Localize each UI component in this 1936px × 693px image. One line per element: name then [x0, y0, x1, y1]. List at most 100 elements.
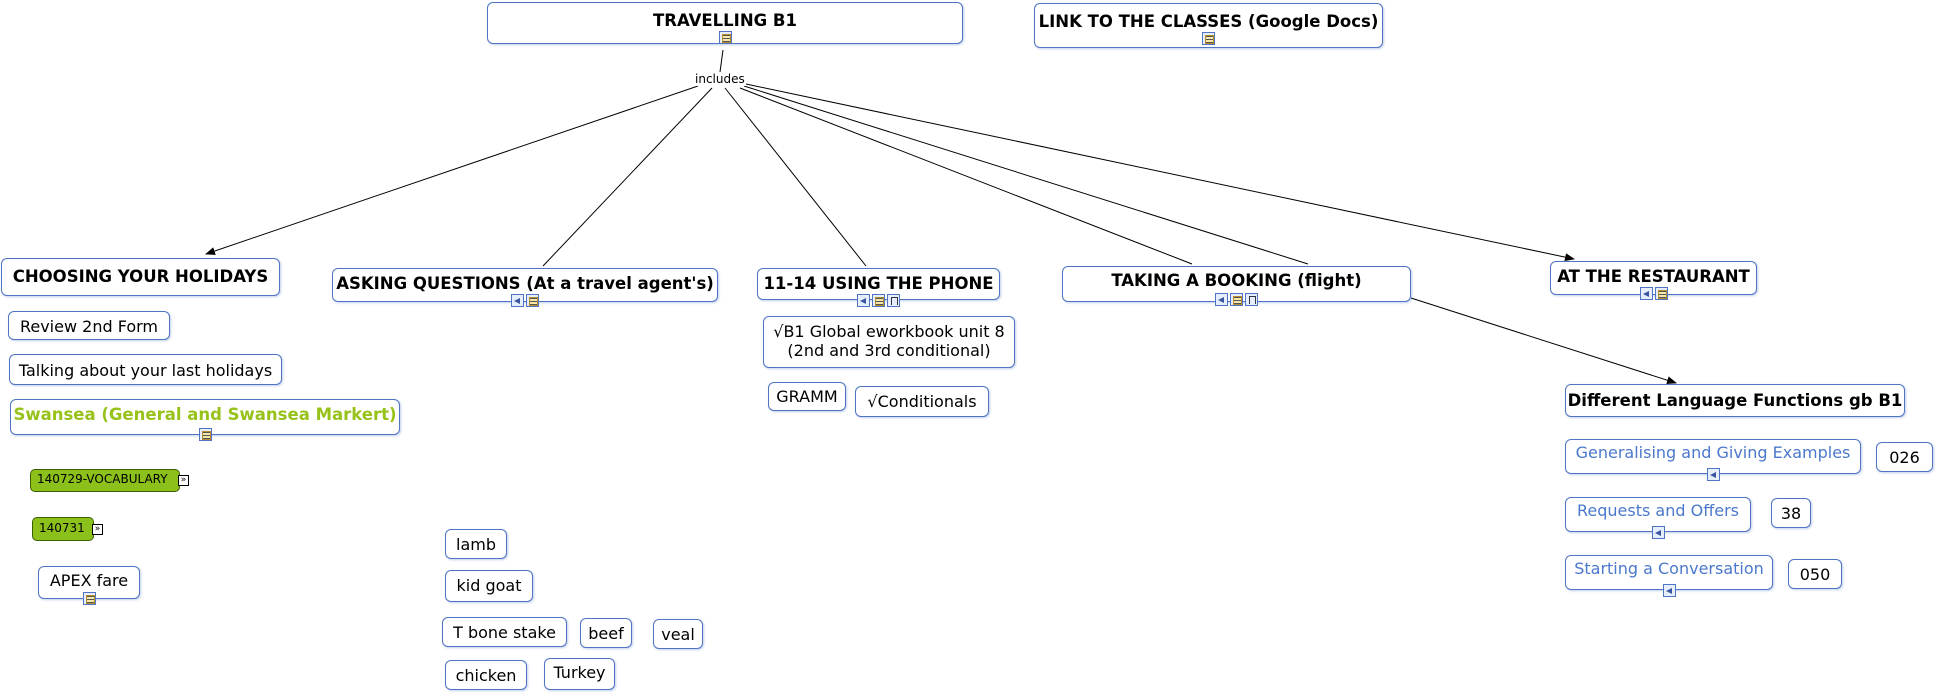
document-icon[interactable]: [1230, 293, 1243, 306]
phrase-to-asking-line: [542, 87, 713, 267]
resource-icons: [1063, 293, 1410, 306]
node-label: 140729-VOCABULARY: [37, 472, 168, 486]
node-label: Swansea (General and Swansea Markert): [13, 405, 397, 424]
node-asking-questions[interactable]: ASKING QUESTIONS (At a travel agent's): [332, 268, 718, 307]
node-label: lamb: [456, 535, 496, 554]
node-review-2nd-form[interactable]: Review 2nd Form: [8, 311, 170, 340]
node-apex-fare[interactable]: APEX fare: [38, 566, 140, 605]
node-label-line-2: (2nd and 3rd conditional): [787, 341, 991, 360]
document-icon[interactable]: [198, 428, 212, 441]
audio-icon[interactable]: [1639, 287, 1653, 300]
booking-to-functions-line: [1410, 297, 1677, 385]
phrase-to-booking-line-1: [739, 87, 1193, 265]
node-conditionals[interactable]: √Conditionals: [855, 386, 989, 417]
phrase-to-phone-line: [724, 87, 867, 267]
node-using-the-phone[interactable]: 11-14 USING THE PHONE: [757, 268, 1000, 307]
node-link-to-classes[interactable]: LINK TO THE CLASSES (Google Docs): [1034, 3, 1383, 48]
concept-map-icon[interactable]: [1245, 293, 1258, 306]
node-beef[interactable]: beef: [580, 618, 632, 648]
phrase-to-booking-line-2: [743, 85, 1309, 265]
node-label: ASKING QUESTIONS (At a travel agent's): [336, 274, 714, 293]
node-taking-a-booking[interactable]: TAKING A BOOKING (flight): [1062, 266, 1411, 306]
audio-icon[interactable]: [1662, 584, 1676, 597]
node-chicken[interactable]: chicken: [445, 660, 527, 690]
node-t-bone-stake[interactable]: T bone stake: [442, 617, 567, 647]
node-kid-goat[interactable]: kid goat: [445, 570, 533, 602]
node-swansea[interactable]: Swansea (General and Swansea Markert): [10, 399, 400, 441]
node-travelling-b1[interactable]: TRAVELLING B1: [487, 2, 963, 44]
resource-icons: [1566, 526, 1750, 539]
node-label: GRAMM: [776, 387, 838, 406]
includes-link-phrase: includes: [694, 72, 746, 86]
node-label: Review 2nd Form: [19, 317, 159, 336]
node-label: APEX fare: [49, 571, 129, 590]
resource-icons: [39, 592, 139, 605]
document-icon[interactable]: [82, 592, 96, 605]
resource-icons: [1566, 584, 1772, 597]
node-vocabulary-folder[interactable]: 140729-VOCABULARY: [30, 469, 180, 492]
expand-icon[interactable]: »: [178, 475, 189, 486]
resource-icons: [1035, 32, 1382, 45]
resource-icons: [1551, 287, 1756, 300]
root-to-phrase-line: [719, 49, 724, 73]
audio-icon[interactable]: [1215, 293, 1228, 306]
node-label: LINK TO THE CLASSES (Google Docs): [1038, 12, 1379, 31]
concept-map-icon[interactable]: [887, 294, 900, 307]
node-starting-conversation[interactable]: Starting a Conversation: [1565, 555, 1773, 597]
node-global-eworkbook[interactable]: √B1 Global eworkbook unit 8 (2nd and 3rd…: [763, 316, 1015, 368]
node-label: Turkey: [553, 663, 606, 682]
document-icon[interactable]: [526, 294, 539, 307]
node-label: 026: [1889, 448, 1920, 467]
node-026[interactable]: 026: [1876, 442, 1933, 472]
node-label: beef: [588, 624, 624, 643]
node-label: TRAVELLING B1: [653, 11, 797, 30]
node-050[interactable]: 050: [1788, 559, 1842, 589]
node-generalising[interactable]: Generalising and Giving Examples: [1565, 439, 1861, 481]
node-38[interactable]: 38: [1771, 498, 1811, 528]
phrase-to-restaurant-line: [745, 83, 1575, 262]
resource-icons: [1566, 468, 1860, 481]
resource-icons: [11, 428, 399, 441]
node-label: veal: [661, 625, 695, 644]
audio-icon[interactable]: [857, 294, 870, 307]
audio-icon[interactable]: [511, 294, 524, 307]
node-label: √Conditionals: [867, 392, 977, 411]
document-icon[interactable]: [718, 31, 732, 44]
node-label: Requests and Offers: [1577, 501, 1739, 520]
node-turkey[interactable]: Turkey: [544, 658, 615, 690]
resource-icons: [758, 294, 999, 307]
phrase-to-choosing-line: [205, 85, 699, 255]
node-label: T bone stake: [453, 623, 556, 642]
node-requests-offers[interactable]: Requests and Offers: [1565, 497, 1751, 539]
node-label: 140731: [39, 521, 85, 535]
document-icon[interactable]: [1202, 32, 1215, 45]
node-lamb[interactable]: lamb: [445, 529, 507, 559]
node-gramm[interactable]: GRAMM: [768, 382, 846, 411]
audio-icon[interactable]: [1706, 468, 1720, 481]
node-label: Generalising and Giving Examples: [1575, 443, 1851, 462]
node-veal[interactable]: veal: [653, 619, 703, 649]
node-talking-last-holidays[interactable]: Talking about your last holidays: [9, 354, 282, 385]
document-icon[interactable]: [872, 294, 885, 307]
node-label: CHOOSING YOUR HOLIDAYS: [12, 267, 269, 286]
node-label: 050: [1799, 565, 1831, 584]
node-140731-folder[interactable]: 140731: [32, 517, 94, 541]
node-label: Different Language Functions gb B1: [1567, 391, 1903, 410]
node-language-functions[interactable]: Different Language Functions gb B1: [1565, 384, 1905, 417]
expand-icon[interactable]: »: [92, 524, 103, 535]
node-at-the-restaurant[interactable]: AT THE RESTAURANT: [1550, 261, 1757, 300]
resource-icons: [488, 31, 962, 44]
node-label: Talking about your last holidays: [18, 361, 273, 380]
node-label: Starting a Conversation: [1574, 559, 1764, 578]
node-label: TAKING A BOOKING (flight): [1111, 271, 1362, 290]
node-label: kid goat: [456, 576, 522, 595]
node-label: 38: [1780, 504, 1802, 523]
resource-icons: [333, 294, 717, 307]
node-label-line-1: √B1 Global eworkbook unit 8: [773, 322, 1005, 341]
audio-icon[interactable]: [1651, 526, 1665, 539]
node-label: 11-14 USING THE PHONE: [763, 274, 994, 293]
document-icon[interactable]: [1654, 287, 1668, 300]
node-choosing-your-holidays[interactable]: CHOOSING YOUR HOLIDAYS: [1, 258, 280, 296]
